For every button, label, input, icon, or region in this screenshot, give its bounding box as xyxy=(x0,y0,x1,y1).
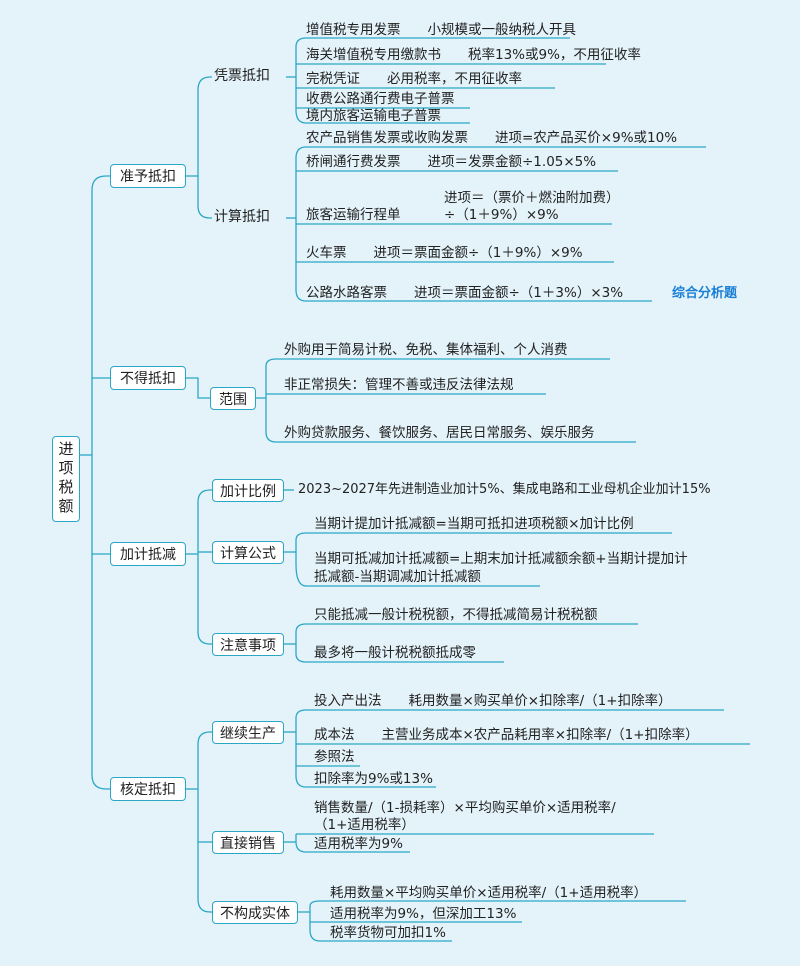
leaf-text: 参照法 xyxy=(314,749,355,765)
leaf-text: 销售数量/（1-损耗率）×平均购买单价×适用税率/（1+适用税率） xyxy=(314,800,616,833)
leaf-text: 最多将一般计税税额抵成零 xyxy=(314,645,476,661)
leaf-text: 桥闸通行费发票 进项＝发票金额÷1.05×5% xyxy=(306,154,597,170)
node-jiaji-dijian: 加计抵减 xyxy=(110,542,186,566)
node-jixu-shengchan: 继续生产 xyxy=(212,721,284,744)
leaf-text: 外购贷款服务、餐饮服务、居民日常服务、娱乐服务 xyxy=(284,425,595,441)
node-jiaji-bili: 加计比例 xyxy=(212,479,284,502)
leaf-text: 海关增值税专用缴款书 税率13%或9%，不用征收率 xyxy=(306,47,641,63)
leaf-text: 非正常损失：管理不善或违反法律法规 xyxy=(284,377,514,393)
leaf-text: 只能抵减一般计税税额，不得抵减简易计税税额 xyxy=(314,607,598,623)
node-jisuan-gongshi: 计算公式 xyxy=(212,541,284,564)
leaf-text: 增值税专用发票 小规模或一般纳税人开具 xyxy=(306,22,576,38)
leaf-text: 耗用数量×平均购买单价×适用税率/（1+适用税率） xyxy=(330,885,648,901)
leaf-text: 税率货物可加扣1% xyxy=(330,925,446,941)
node-bugoucheng-shiti: 不构成实体 xyxy=(212,901,298,924)
leaf-text: 境内旅客运输电子普票 xyxy=(306,108,441,124)
node-zhunyu-dikou: 准予抵扣 xyxy=(110,164,186,188)
leaf-text: 2023~2027年先进制造业加计5%、集成电路和工业母机企业加计15% xyxy=(298,482,711,497)
node-fanwei: 范围 xyxy=(210,387,256,410)
leaf-text: 收费公路通行费电子普票 xyxy=(306,91,455,107)
leaf-text: 火车票 进项＝票面金额÷（1＋9%）×9% xyxy=(306,245,583,261)
node-jisuan-dikou: 计算抵扣 xyxy=(214,209,270,225)
leaf-text: 当期可抵减加计抵减额=上期末加计抵减额余额+当期计提加计抵减额-当期调减加计抵减… xyxy=(314,551,688,585)
leaf-text: 外购用于简易计税、免税、集体福利、个人消费 xyxy=(284,342,568,358)
leaf-text: 公路水路客票 进项＝票面金额÷（1＋3%）×3% xyxy=(306,285,624,301)
leaf-text: 成本法 主营业务成本×农产品耗用率×扣除率/（1+扣除率） xyxy=(314,727,699,743)
leaf-text: 进项＝（票价＋燃油附加费）÷（1＋9%）×9% xyxy=(444,190,613,223)
leaf-text: 适用税率为9% xyxy=(314,836,403,852)
node-pingpiao-dikou: 凭票抵扣 xyxy=(214,68,270,84)
comprehensive-analysis-tag: 综合分析题 xyxy=(672,286,738,301)
leaf-text: 完税凭证 必用税率，不用征收率 xyxy=(306,71,522,87)
node-heding-dikou: 核定抵扣 xyxy=(110,777,186,801)
leaf-text: 农产品销售发票或收购发票 进项=农产品买价×9%或10% xyxy=(306,130,678,146)
root-node: 进项税额 xyxy=(52,436,80,522)
leaf-text: 适用税率为9%，但深加工13% xyxy=(330,906,517,922)
leaf-text: 扣除率为9%或13% xyxy=(314,771,433,787)
node-zhijie-xiaoshou: 直接销售 xyxy=(212,831,284,854)
node-bude-dikou: 不得抵扣 xyxy=(110,366,186,390)
leaf-text: 投入产出法 耗用数量×购买单价×扣除率/（1+扣除率） xyxy=(314,693,672,709)
node-zhuyi-shixiang: 注意事项 xyxy=(212,633,284,656)
leaf-text: 当期计提加计抵减额=当期可抵扣进项税额×加计比例 xyxy=(314,516,634,532)
leaf-text: 旅客运输行程单 xyxy=(306,207,401,223)
